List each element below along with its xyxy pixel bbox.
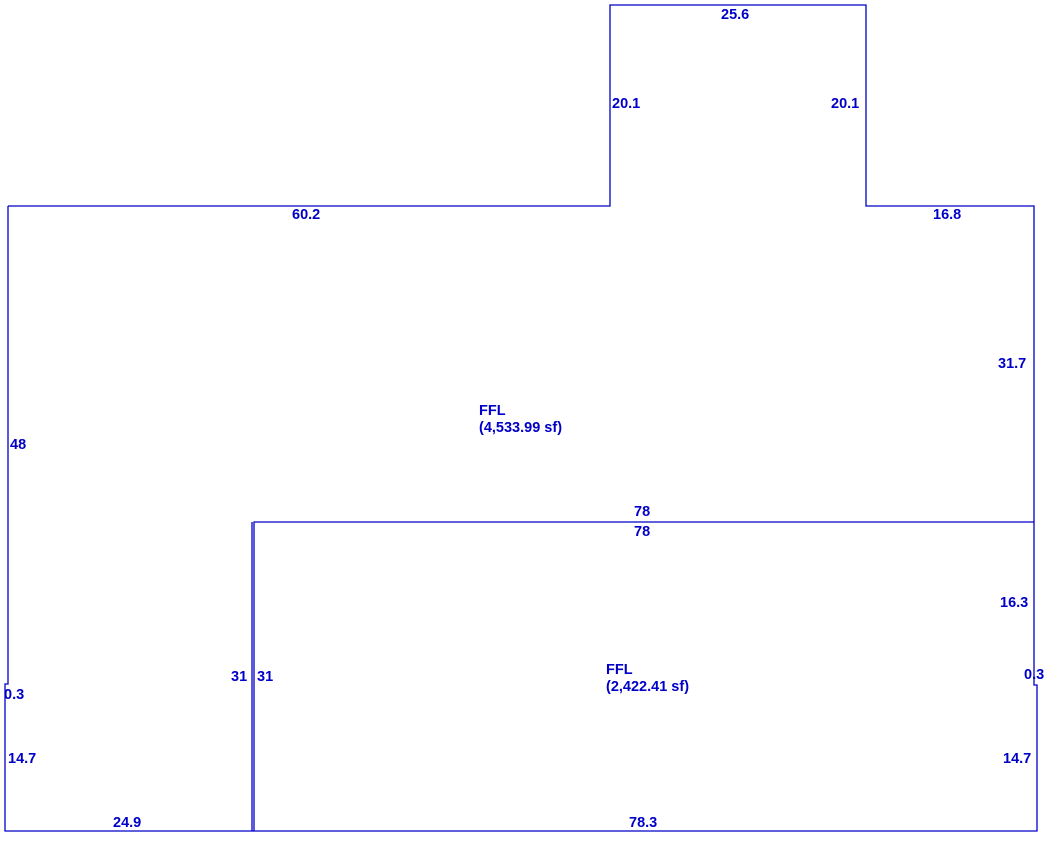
dim-lower-right-upper: 16.3 [1000,595,1028,611]
dim-divider-upper: 78 [634,504,650,520]
dim-bottom-left: 24.9 [113,815,141,831]
dim-right-jog: 0.3 [1024,667,1044,683]
dim-bottom-right: 78.3 [629,815,657,831]
dim-left-side: 48 [10,437,26,453]
dim-top-wing-width: 25.6 [721,7,749,23]
room-lower-name: FFL [606,662,633,678]
dim-left-jog: 0.3 [4,687,24,703]
dim-right-bottom-side: 14.7 [1003,751,1031,767]
dim-top-wing-right: 20.1 [831,96,859,112]
dim-left-bottom-side: 14.7 [8,751,36,767]
upper-area-outline [8,4,1035,522]
room-upper-name: FFL [479,403,506,419]
dim-upper-right-top: 16.8 [933,207,961,223]
dim-upper-left-top: 60.2 [292,207,320,223]
lower-area-outline [253,521,1038,832]
dim-upper-right-side: 31.7 [998,356,1026,372]
dim-inner-wall-right: 31 [257,669,273,685]
left-outer-wall [4,206,254,832]
room-upper-area: (4,533.99 sf) [479,420,562,436]
dim-divider-lower: 78 [634,524,650,540]
dim-inner-wall-left: 31 [231,669,247,685]
room-lower-area: (2,422.41 sf) [606,679,689,695]
dim-top-wing-left: 20.1 [612,96,640,112]
